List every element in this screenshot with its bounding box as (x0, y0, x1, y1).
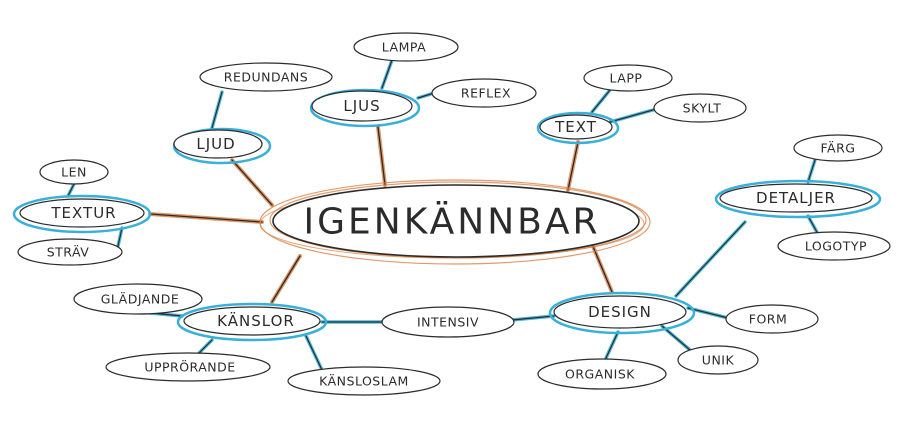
label-strav: STRÄV (47, 245, 90, 260)
leaf-nodes: REDUNDANS LAMPA REFLEX LAPP SKYLT LEN ST… (17, 32, 891, 396)
center-label: IGENKÄNNBAR (304, 201, 601, 243)
node-text: TEXT (536, 111, 620, 145)
node-kanslor: KÄNSLOR (176, 302, 328, 342)
label-design: DESIGN (588, 303, 652, 321)
label-unik: UNIK (702, 353, 735, 368)
node-design: DESIGN (548, 291, 696, 335)
node-ljus: LJUS (309, 88, 421, 128)
label-kansloslam: KÄNSLOSLAM (319, 374, 409, 389)
label-detaljer: DETALJER (756, 189, 836, 207)
label-reflex: REFLEX (461, 86, 511, 101)
node-textur: TEXTUR (12, 194, 152, 234)
node-ljud: LJUD (172, 127, 272, 165)
node-upprorande: UPPRÖRANDE (105, 352, 271, 382)
label-text: TEXT (554, 118, 597, 136)
label-upprorande: UPPRÖRANDE (144, 359, 235, 375)
node-len: LEN (39, 159, 109, 185)
node-detaljer: DETALJER (714, 179, 882, 219)
node-unik: UNIK (677, 345, 759, 375)
node-kansloslam: KÄNSLOSLAM (287, 366, 441, 396)
node-strav: STRÄV (17, 238, 123, 266)
node-organisk: ORGANISK (537, 358, 667, 390)
label-ljud: LJUD (196, 135, 235, 153)
label-kanslor: KÄNSLOR (217, 311, 295, 330)
label-form: FORM (749, 312, 788, 327)
label-lapp: LAPP (610, 71, 643, 86)
node-skylt: SKYLT (653, 93, 747, 123)
node-lampa: LAMPA (353, 32, 459, 62)
label-redundans: REDUNDANS (224, 70, 308, 85)
label-intensiv: INTENSIV (417, 315, 479, 330)
label-len: LEN (61, 165, 87, 180)
node-lapp: LAPP (583, 64, 673, 92)
label-farg: FÄRG (821, 141, 856, 156)
node-redundans: REDUNDANS (199, 62, 333, 92)
node-farg: FÄRG (793, 134, 883, 162)
center-node: IGENKÄNNBAR (259, 179, 651, 265)
label-organisk: ORGANISK (565, 367, 635, 382)
label-textur: TEXTUR (50, 204, 116, 222)
node-logotyp: LOGOTYP (777, 231, 891, 261)
node-form: FORM (725, 304, 819, 334)
label-logotyp: LOGOTYP (805, 239, 867, 254)
label-gladjande: GLÄDJANDE (101, 292, 180, 307)
label-ljus: LJUS (343, 97, 380, 115)
label-skylt: SKYLT (683, 101, 722, 116)
category-nodes: LJUD LJUS TEXT TEXTUR DETALJER KÄNSLOR (12, 88, 882, 342)
node-intensiv: INTENSIV (381, 306, 515, 338)
node-gladjande: GLÄDJANDE (73, 283, 203, 315)
node-reflex: REFLEX (431, 78, 537, 108)
label-lampa: LAMPA (382, 40, 426, 55)
